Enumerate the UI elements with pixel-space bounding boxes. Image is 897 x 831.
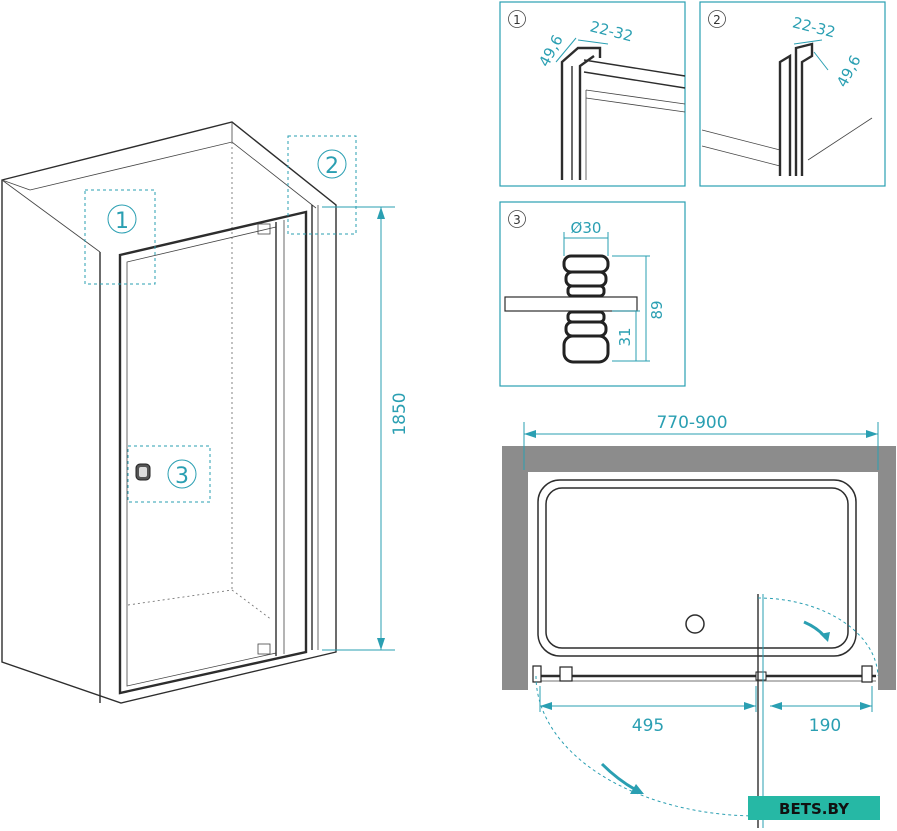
door-width-label: 495 — [632, 716, 664, 736]
handle-knob-bottom — [562, 310, 610, 364]
pivot-point — [755, 671, 767, 681]
callout-1-circle — [107, 204, 137, 234]
inward-swing-arc — [757, 597, 879, 677]
detail-3-panel: 3 Ø30 89 31 — [499, 201, 686, 387]
handle-knob-top — [562, 254, 610, 298]
door-handle — [135, 463, 151, 481]
callout-2-label: 2 — [325, 154, 339, 179]
detail-3-number: 3 — [513, 213, 521, 227]
callout-1-label: 1 — [115, 209, 129, 234]
back-wall — [502, 446, 896, 472]
top-hinge — [257, 223, 271, 235]
right-profile — [861, 665, 873, 683]
left-wall — [502, 446, 528, 690]
right-wall — [878, 446, 896, 690]
door-frame — [118, 210, 308, 695]
height-label: 1850 — [390, 392, 410, 435]
callout-area-1 — [84, 189, 156, 285]
opening-width-label: 770-900 — [656, 413, 727, 433]
plan-view: 770-900 495 190 — [502, 413, 896, 828]
left-profile — [532, 665, 542, 683]
door-glass — [126, 226, 277, 687]
shower-door-3d-view: 1 2 3 1850 — [1, 121, 410, 704]
ceiling-edge — [29, 141, 317, 209]
detail-1-number: 1 — [513, 13, 521, 27]
detail-2-panel: 2 22-32 49,6 — [699, 1, 886, 187]
callout-2-circle — [317, 149, 347, 179]
watermark-text: BETS.BY — [779, 800, 850, 818]
shower-tray-outer — [537, 479, 857, 657]
handle-diameter-label: Ø30 — [571, 219, 602, 237]
handle-offset-label: 31 — [616, 327, 634, 346]
fixed-width-label: 190 — [809, 716, 841, 736]
shower-tray-inner — [545, 487, 849, 649]
watermark: BETS.BY — [748, 796, 880, 820]
callout-area-2 — [287, 135, 357, 235]
detail-1-panel: 1 49,6 22-32 — [499, 1, 686, 187]
height-dimension: 1850 — [322, 206, 410, 651]
callout-area-3 — [127, 445, 211, 503]
bottom-hinge — [257, 643, 271, 655]
callout-3-circle — [167, 459, 197, 489]
detail-2-number: 2 — [713, 13, 721, 27]
callout-3-label: 3 — [175, 464, 189, 489]
handle-height-label: 89 — [648, 300, 666, 319]
outward-arrow-icon — [600, 762, 637, 792]
handle-plan — [559, 666, 573, 682]
outward-swing-arc — [535, 675, 759, 817]
niche-outline — [1, 121, 337, 704]
drain — [685, 614, 705, 634]
